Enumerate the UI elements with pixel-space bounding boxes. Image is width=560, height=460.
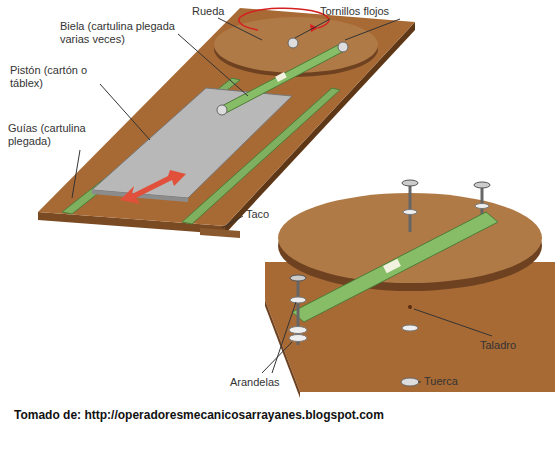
piston-label: Pistón (cartón o táblex) <box>10 64 108 90</box>
block-label: Taco <box>246 208 269 221</box>
nut-label: Tuerca <box>424 375 458 388</box>
wheel-label: Rueda <box>192 5 224 18</box>
washers-label: Arandelas <box>230 376 280 389</box>
screws-label: Tornillos flojos <box>320 5 389 18</box>
rod-label: Biela (cartulina plegada varias veces) <box>60 20 178 46</box>
guides-label: Guías (cartulina plegada) <box>8 122 108 148</box>
source-caption: Tomado de: http://operadoresmecanicosarr… <box>14 408 384 422</box>
hole-label: Taladro <box>480 339 516 352</box>
